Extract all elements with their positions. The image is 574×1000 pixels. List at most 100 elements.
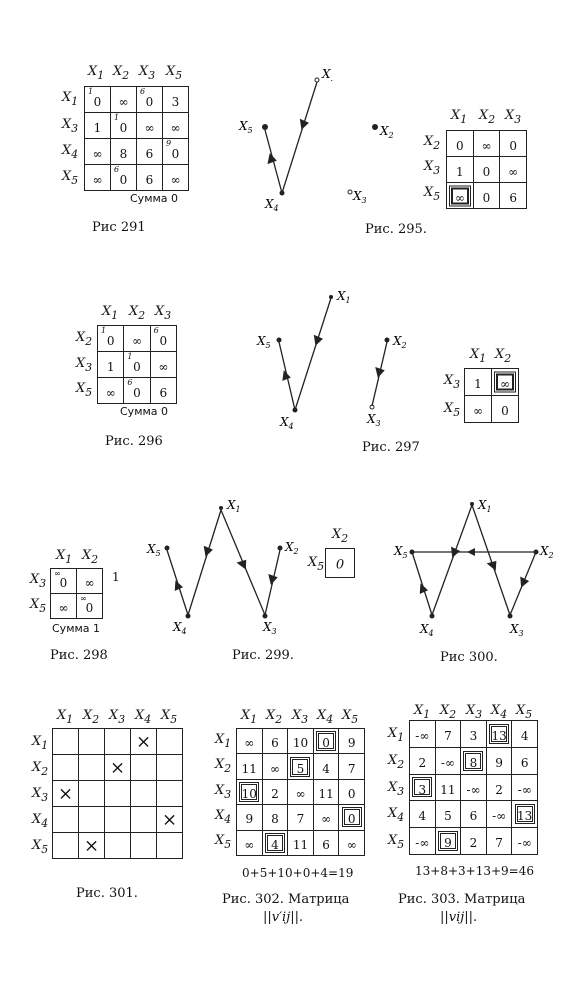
graph-297: X5 X1 X2 X4 X3: [256, 290, 407, 430]
m301-cell-2-3: [130, 780, 157, 807]
m302-cell-1-2: 5: [287, 753, 314, 780]
m291-cell-3-0: ∞: [84, 164, 111, 191]
m303-cell-3-2: 6: [460, 800, 487, 829]
m299-cell: 0: [325, 548, 355, 578]
g299-x1: X1: [226, 498, 241, 514]
m302-cell-1-4: 7: [338, 753, 365, 780]
g299-x2: X2: [284, 540, 299, 556]
m302-row-1: X1: [214, 732, 232, 750]
m302-cell-1-3: 4: [312, 753, 340, 780]
m291-cell-0-3: 3: [162, 86, 189, 113]
caption-303b: ||vij||.: [440, 910, 478, 925]
m302-cell-1-1: ∞: [261, 753, 289, 780]
m295-row-2: X2: [423, 134, 441, 152]
m302-col-1: X1: [240, 708, 258, 726]
m301-cross-mark: ×: [109, 757, 126, 778]
m302-cell-4-3: 6: [312, 829, 340, 856]
g297-x4: X4: [279, 415, 294, 430]
m301-cell-0-0: [52, 728, 79, 755]
m303-cell-1-0: 2: [409, 746, 436, 775]
graph-300: X5 X1 X2 X4 X3: [393, 498, 554, 638]
m302-cell-0-4: 9: [338, 728, 365, 755]
g295-x1: X.: [321, 67, 333, 83]
caption-295: Рис. 295.: [365, 222, 427, 237]
m301-row-4: X4: [31, 812, 49, 830]
m297-grid: 1∞∞0: [464, 368, 519, 423]
m303-cell-3-3: -∞: [485, 800, 513, 829]
m296-cell-2-0: ∞: [97, 377, 125, 404]
caption-302b: ||v′ij||.: [263, 910, 304, 925]
m298-cell-0-0: 0∞: [50, 568, 77, 594]
m296-cell-0-1: ∞: [123, 325, 151, 352]
m303-selected-box: [412, 777, 433, 798]
m303-cell-2-0: 3: [409, 773, 436, 802]
g300-x4: X4: [419, 622, 434, 638]
m301-cell-4-1: ×: [78, 832, 105, 859]
m303-selected-box: [437, 831, 458, 852]
m299-col-2: X2: [331, 527, 349, 545]
caption-299: Рис. 299.: [232, 648, 294, 663]
m302-row-2: X2: [214, 757, 232, 775]
m296-row-2: X2: [75, 330, 93, 348]
m291-cell-3-3: ∞: [162, 164, 189, 191]
m301-cell-1-3: [130, 754, 157, 781]
caption-296: Рис. 296: [105, 434, 163, 449]
m295-row-5: X5: [423, 185, 441, 203]
m295-cell-2-1: 0: [472, 182, 501, 209]
m301-cell-0-4: [156, 728, 183, 755]
m295-cell-0-0: 0: [446, 130, 474, 157]
m301-col-2: X2: [82, 708, 100, 726]
m301-cross-mark: ×: [57, 783, 74, 804]
m302-selected-box: [341, 807, 362, 828]
m301-cell-3-0: [52, 806, 79, 833]
m301-cell-3-3: [130, 806, 157, 833]
g300-x1: X1: [477, 498, 492, 514]
caption-302a: Рис. 302. Матрица: [222, 892, 350, 907]
m303-cell-3-4: 13: [511, 800, 538, 829]
m291-cell-2-2: 6: [136, 138, 163, 165]
m298-side: 1: [112, 570, 120, 584]
m296-col-2: X2: [128, 304, 146, 322]
m301-cell-2-1: [78, 780, 105, 807]
m303-cell-1-2: 8: [460, 746, 487, 775]
g300-x5: X5: [393, 544, 408, 560]
m301-col-4: X4: [134, 708, 152, 726]
m291-col-1: X1: [87, 64, 105, 82]
m303-cell-4-2: 2: [460, 827, 487, 855]
caption-303a: Рис. 303. Матрица: [398, 892, 526, 907]
m302-selected-box: [239, 781, 260, 802]
g300-x2: X2: [539, 544, 554, 560]
m303-cell-1-1: -∞: [434, 746, 462, 775]
m302-cell-4-2: 11: [287, 829, 314, 856]
m291-col-5: X5: [165, 64, 183, 82]
m295-cell-1-0: 1: [446, 156, 474, 183]
g297-x2: X2: [392, 334, 407, 350]
m302-cell-3-0: 9: [236, 804, 263, 831]
m291-cell-2-1: 8: [110, 138, 137, 165]
m301-cell-2-4: [156, 780, 183, 807]
m298-sum: Сумма 1: [52, 622, 101, 635]
m303-row-4: X4: [387, 806, 405, 824]
m301-col-1: X1: [56, 708, 74, 726]
m302-col-3: X3: [291, 708, 309, 726]
m295-cell-2-2: 6: [499, 182, 527, 209]
m302-cell-3-1: 8: [261, 804, 289, 831]
m298-cell-0-1: ∞: [76, 568, 103, 594]
m301-cell-0-2: [104, 728, 131, 755]
graph-299: X5 X1 X2 X4 X3: [146, 498, 299, 635]
m302-cell-2-4: 0: [338, 778, 365, 806]
m303-row-1: X1: [387, 726, 405, 744]
m303-row-2: X2: [387, 753, 405, 771]
g295-x2: X2: [379, 124, 394, 140]
m296-cell-2-2: 6: [149, 377, 177, 404]
m301-cell-1-0: [52, 754, 79, 781]
m295-cell-1-1: 0: [472, 156, 501, 183]
m291-cell-1-0: 1: [84, 112, 111, 139]
m291-cell-0-1: ∞: [110, 86, 137, 113]
